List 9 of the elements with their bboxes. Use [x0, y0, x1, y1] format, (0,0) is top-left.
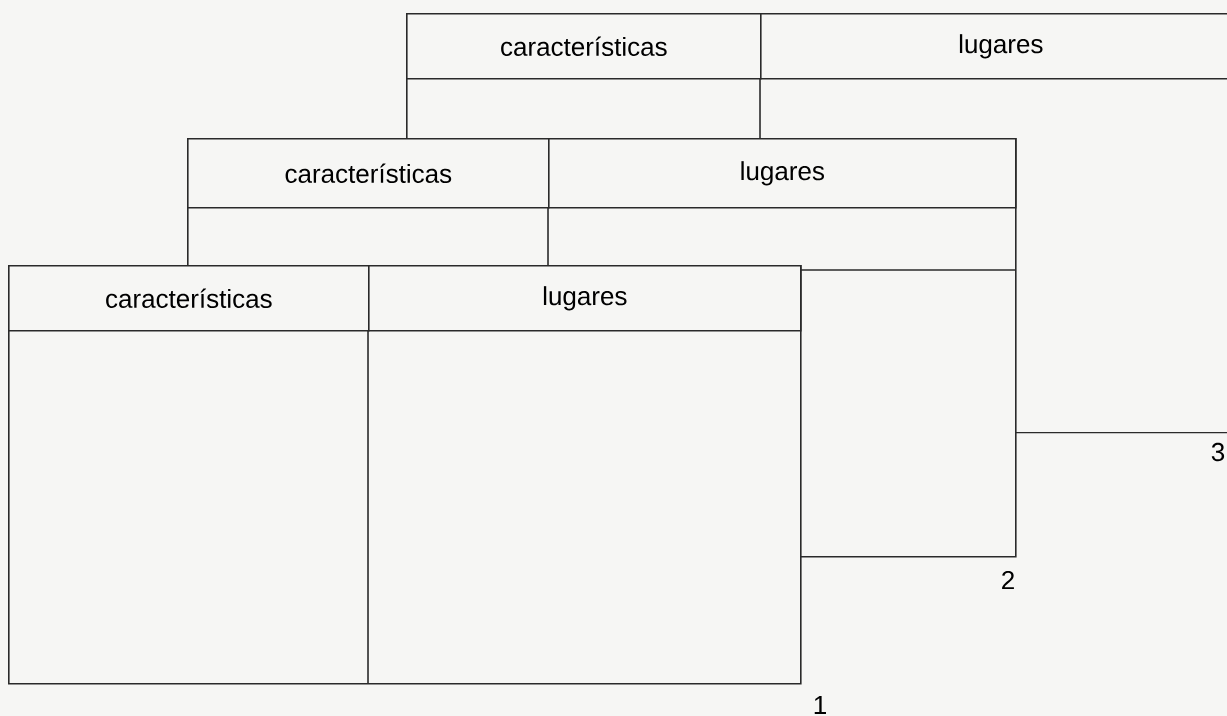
header-cell: características: [406, 13, 762, 80]
table-number: 1: [814, 696, 826, 714]
header-cell: lugares: [760, 13, 1227, 80]
table-number: 2: [1002, 570, 1014, 590]
header-cell: lugares: [548, 138, 1017, 209]
table-number: 3: [1211, 442, 1225, 462]
header-cell: lugares: [368, 265, 802, 332]
header-cell: características: [8, 265, 370, 332]
header-cell: características: [187, 138, 550, 209]
